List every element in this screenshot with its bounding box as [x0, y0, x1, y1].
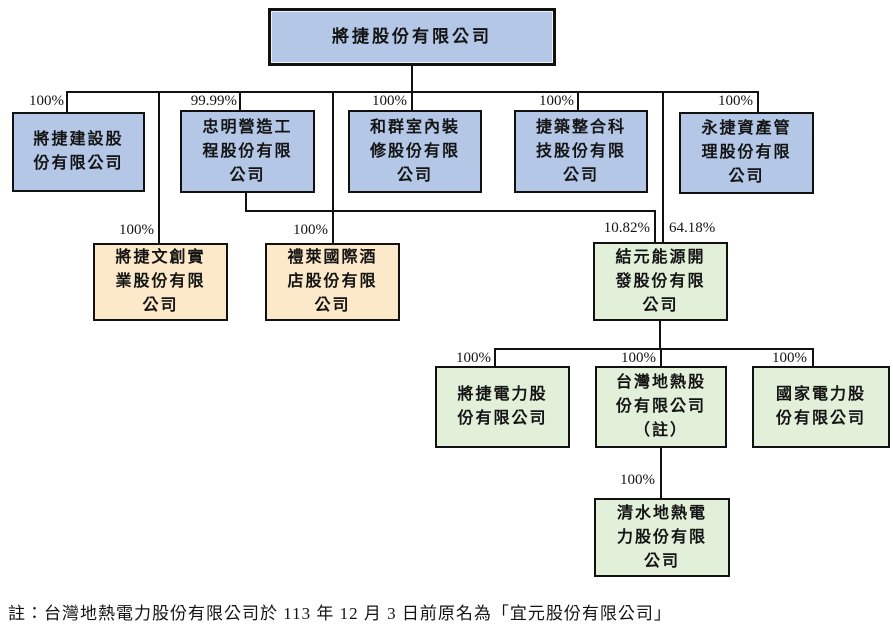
connector-line	[66, 91, 68, 112]
org-node-root: 將捷股份有限公司	[268, 8, 556, 66]
connector-line	[411, 66, 413, 93]
company-name: 禮萊國際酒 店股份有限 公司	[287, 249, 378, 314]
ownership-pct: 100%	[372, 93, 407, 109]
ownership-pct: 99.99%	[190, 93, 237, 109]
org-node-hequn: 和群室內裝 修股份有限 公司	[348, 110, 482, 193]
ownership-pct: 100%	[119, 222, 154, 238]
connector-line	[662, 91, 664, 242]
org-node-national-power: 國家電力股 份有限公司	[752, 366, 890, 448]
company-name: 永捷資產管 理股份有限 公司	[701, 120, 792, 185]
org-node-jiezhu: 捷築整合科 技股份有限 公司	[514, 110, 648, 193]
connector-line	[239, 91, 241, 110]
ownership-pct: 10.82%	[603, 220, 650, 236]
ownership-pct: 100%	[539, 93, 574, 109]
connector-line	[158, 91, 160, 243]
ownership-pct: 100%	[620, 472, 655, 488]
org-node-construction: 將捷建設股 份有限公司	[12, 112, 145, 192]
org-node-zhongming: 忠明營造工 程股份有限 公司	[180, 110, 315, 193]
org-node-jj-power: 將捷電力股 份有限公司	[435, 366, 570, 448]
connector-line	[577, 91, 579, 110]
connector-line	[659, 321, 661, 349]
connector-line	[654, 210, 656, 242]
org-node-wenchuang: 將捷文創實 業股份有限 公司	[93, 243, 228, 321]
company-name: 捷築整合科 技股份有限 公司	[535, 118, 626, 184]
connector-line	[757, 91, 759, 112]
company-name: 將捷電力股 份有限公司	[457, 386, 548, 427]
connector-line	[660, 348, 662, 366]
ownership-pct: 100%	[293, 222, 328, 238]
company-name: 台灣地熱股 份有限公司 （註）	[615, 374, 706, 439]
company-name: 清水地熱電 力股份有限 公司	[616, 504, 707, 570]
connector-line	[245, 193, 247, 212]
connector-line	[494, 348, 496, 366]
connector-line	[411, 91, 413, 110]
ownership-pct: 100%	[456, 350, 491, 366]
company-name: 國家電力股 份有限公司	[775, 386, 866, 427]
ownership-pct: 100%	[29, 93, 64, 109]
company-name: 將捷建設股 份有限公司	[33, 131, 124, 172]
org-node-jieyuan: 結元能源開 發股份有限 公司	[593, 242, 728, 321]
connector-line	[812, 348, 814, 366]
company-name: 將捷股份有限公司	[332, 27, 492, 46]
ownership-pct: 100%	[621, 350, 656, 366]
connector-line	[245, 210, 656, 212]
ownership-pct: 100%	[718, 93, 753, 109]
connector-line	[660, 448, 662, 498]
company-name: 忠明營造工 程股份有限 公司	[202, 118, 293, 184]
company-name: 和群室內裝 修股份有限 公司	[369, 118, 460, 184]
company-name: 結元能源開 發股份有限 公司	[615, 248, 706, 314]
org-node-yongjie: 永捷資產管 理股份有限 公司	[679, 112, 814, 194]
connector-line	[332, 91, 334, 243]
org-node-qingshui: 清水地熱電 力股份有限 公司	[594, 498, 730, 577]
ownership-pct: 64.18%	[669, 220, 716, 236]
footnote: 註：台灣地熱電力股份有限公司於 113 年 12 月 3 日前原名為「宜元股份有…	[8, 604, 672, 623]
org-node-taiwan-geothermal: 台灣地熱股 份有限公司 （註）	[595, 366, 727, 448]
org-node-lilai: 禮萊國際酒 店股份有限 公司	[265, 243, 400, 321]
company-name: 將捷文創實 業股份有限 公司	[115, 249, 206, 314]
ownership-pct: 100%	[772, 350, 807, 366]
connector-line	[494, 348, 814, 350]
